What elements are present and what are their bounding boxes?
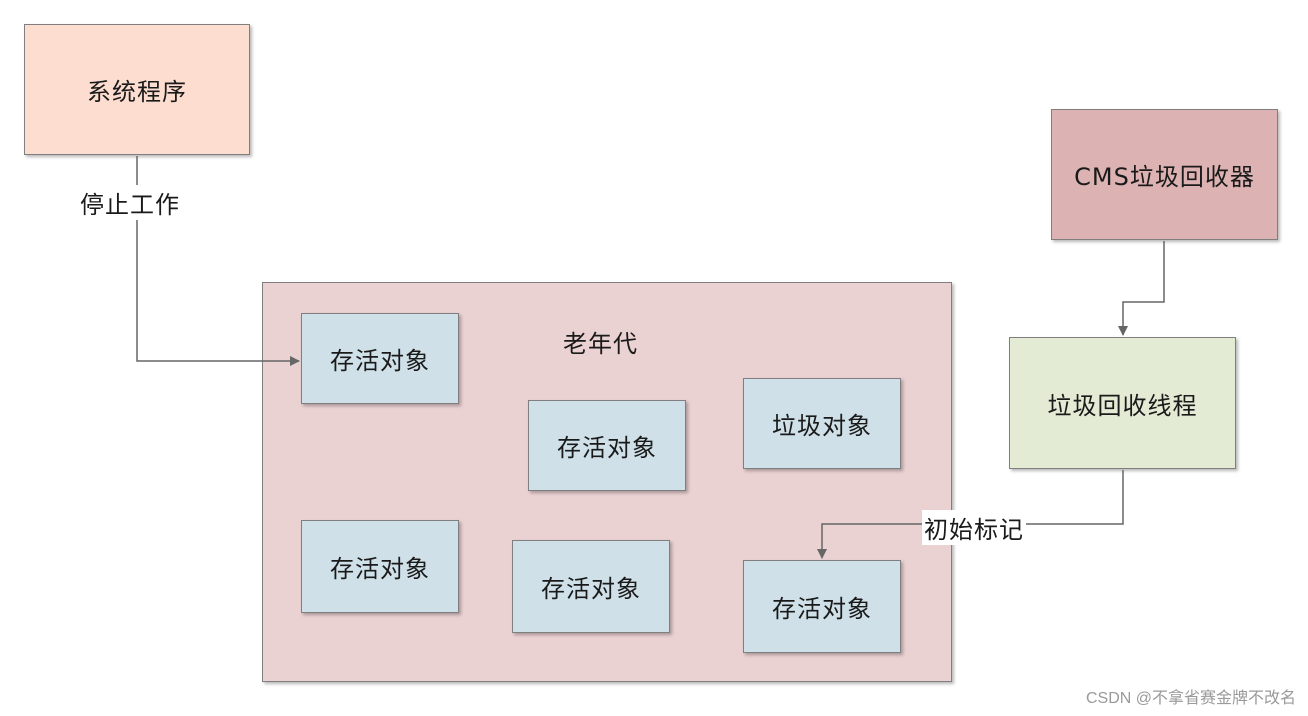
garbage-object: 垃圾对象 [743,378,901,469]
watermark-text: CSDN @不拿省赛金牌不改名 [1085,690,1296,707]
old-generation-title: 老年代 [563,330,638,358]
live-object-4: 存活对象 [512,540,670,633]
live-object-1: 存活对象 [301,313,459,404]
stop-work-label: 停止工作 [78,185,182,220]
live-object-5: 存活对象 [743,560,901,653]
cms-collector-node: CMS垃圾回收器 [1051,109,1278,240]
initial-mark-label: 初始标记 [922,510,1026,545]
gc-thread-node: 垃圾回收线程 [1009,337,1236,469]
collector-to-thread-connector [1118,241,1165,336]
live-object-2: 存活对象 [528,400,686,491]
system-program-node: 系统程序 [24,24,250,155]
live-object-3: 存活对象 [301,520,459,613]
stop-work-connector [136,156,300,366]
